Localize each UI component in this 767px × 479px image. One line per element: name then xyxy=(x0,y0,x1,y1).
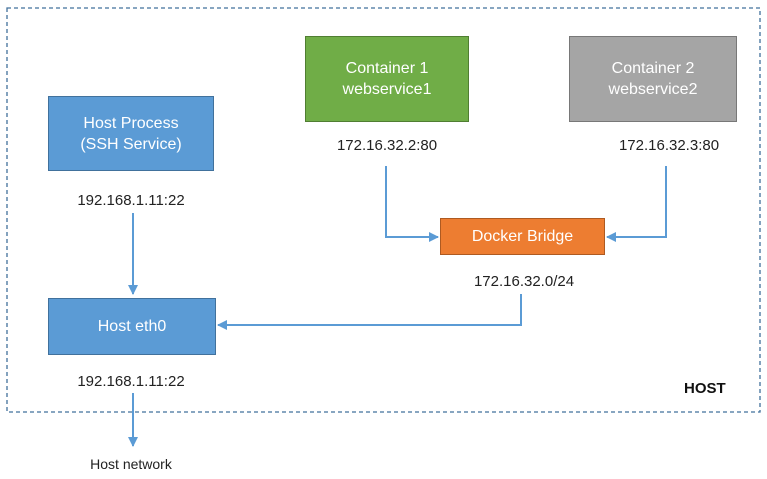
arrow-container1-to-bridge xyxy=(385,166,439,242)
host-network-label: Host network xyxy=(90,456,172,472)
docker-bridge-subnet: 172.16.32.0/24 xyxy=(473,273,575,290)
arrow-container2-to-bridge xyxy=(606,166,667,242)
host-boundary xyxy=(6,7,761,413)
host-eth0-label: Host eth0 xyxy=(97,318,167,335)
host-process-address: 192.168.1.11:22 xyxy=(77,192,185,209)
container1-title: Container 1 xyxy=(345,60,429,77)
host-eth0-address: 192.168.1.11:22 xyxy=(77,373,185,390)
container1-service: webservice1 xyxy=(342,81,432,98)
host-label: HOST xyxy=(684,380,726,397)
host-process-box: Host Process (SSH Service) xyxy=(48,96,214,171)
container2-service: webservice2 xyxy=(608,81,698,98)
container2-box: Container 2 webservice2 xyxy=(569,36,737,122)
container1-address: 172.16.32.2:80 xyxy=(336,137,438,154)
container1-box: Container 1 webservice1 xyxy=(305,36,469,122)
container2-address: 172.16.32.3:80 xyxy=(618,137,720,154)
docker-bridge-label: Docker Bridge xyxy=(471,228,574,245)
host-process-subtitle: (SSH Service) xyxy=(80,135,182,153)
container2-title: Container 2 xyxy=(611,60,695,77)
arrow-bridge-to-eth0 xyxy=(217,294,522,330)
host-process-title: Host Process xyxy=(83,114,179,132)
host-eth0-box: Host eth0 xyxy=(48,298,216,355)
docker-bridge-box: Docker Bridge xyxy=(440,218,605,255)
